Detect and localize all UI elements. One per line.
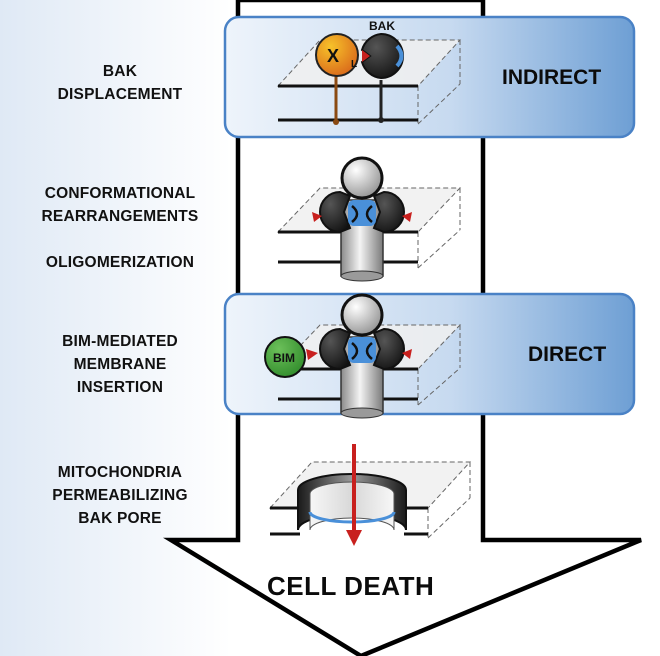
membrane-4 [268, 444, 472, 546]
bcl-xl-subscript: L [351, 59, 357, 70]
bak-label: BAK [369, 19, 395, 33]
bim-protein [264, 336, 306, 378]
label-conformational-rearrangements: CONFORMATIONAL REARRANGEMENTS [41, 185, 199, 225]
bak-protein [360, 32, 404, 80]
label-bak-pore: MITOCHONDRIA PERMEABILIZING BAK PORE [52, 464, 188, 527]
bcl-xl-label: X [327, 46, 339, 66]
bim-label: BIM [273, 351, 295, 365]
membrane-3 [264, 293, 462, 419]
membrane-1 [276, 32, 462, 125]
bcl-xl-protein [315, 33, 359, 77]
indirect-label: INDIRECT [502, 66, 602, 89]
label-oligomerization: OLIGOMERIZATION [45, 254, 195, 271]
membrane-2 [276, 156, 462, 282]
label-bak-displacement: BAK DISPLACEMENT [57, 63, 183, 103]
direct-label: DIRECT [528, 343, 607, 366]
label-bim-mediated-insertion: BIM-MEDIATED MEMBRANE INSERTION [62, 333, 178, 396]
cell-death-label: CELL DEATH [267, 571, 435, 601]
